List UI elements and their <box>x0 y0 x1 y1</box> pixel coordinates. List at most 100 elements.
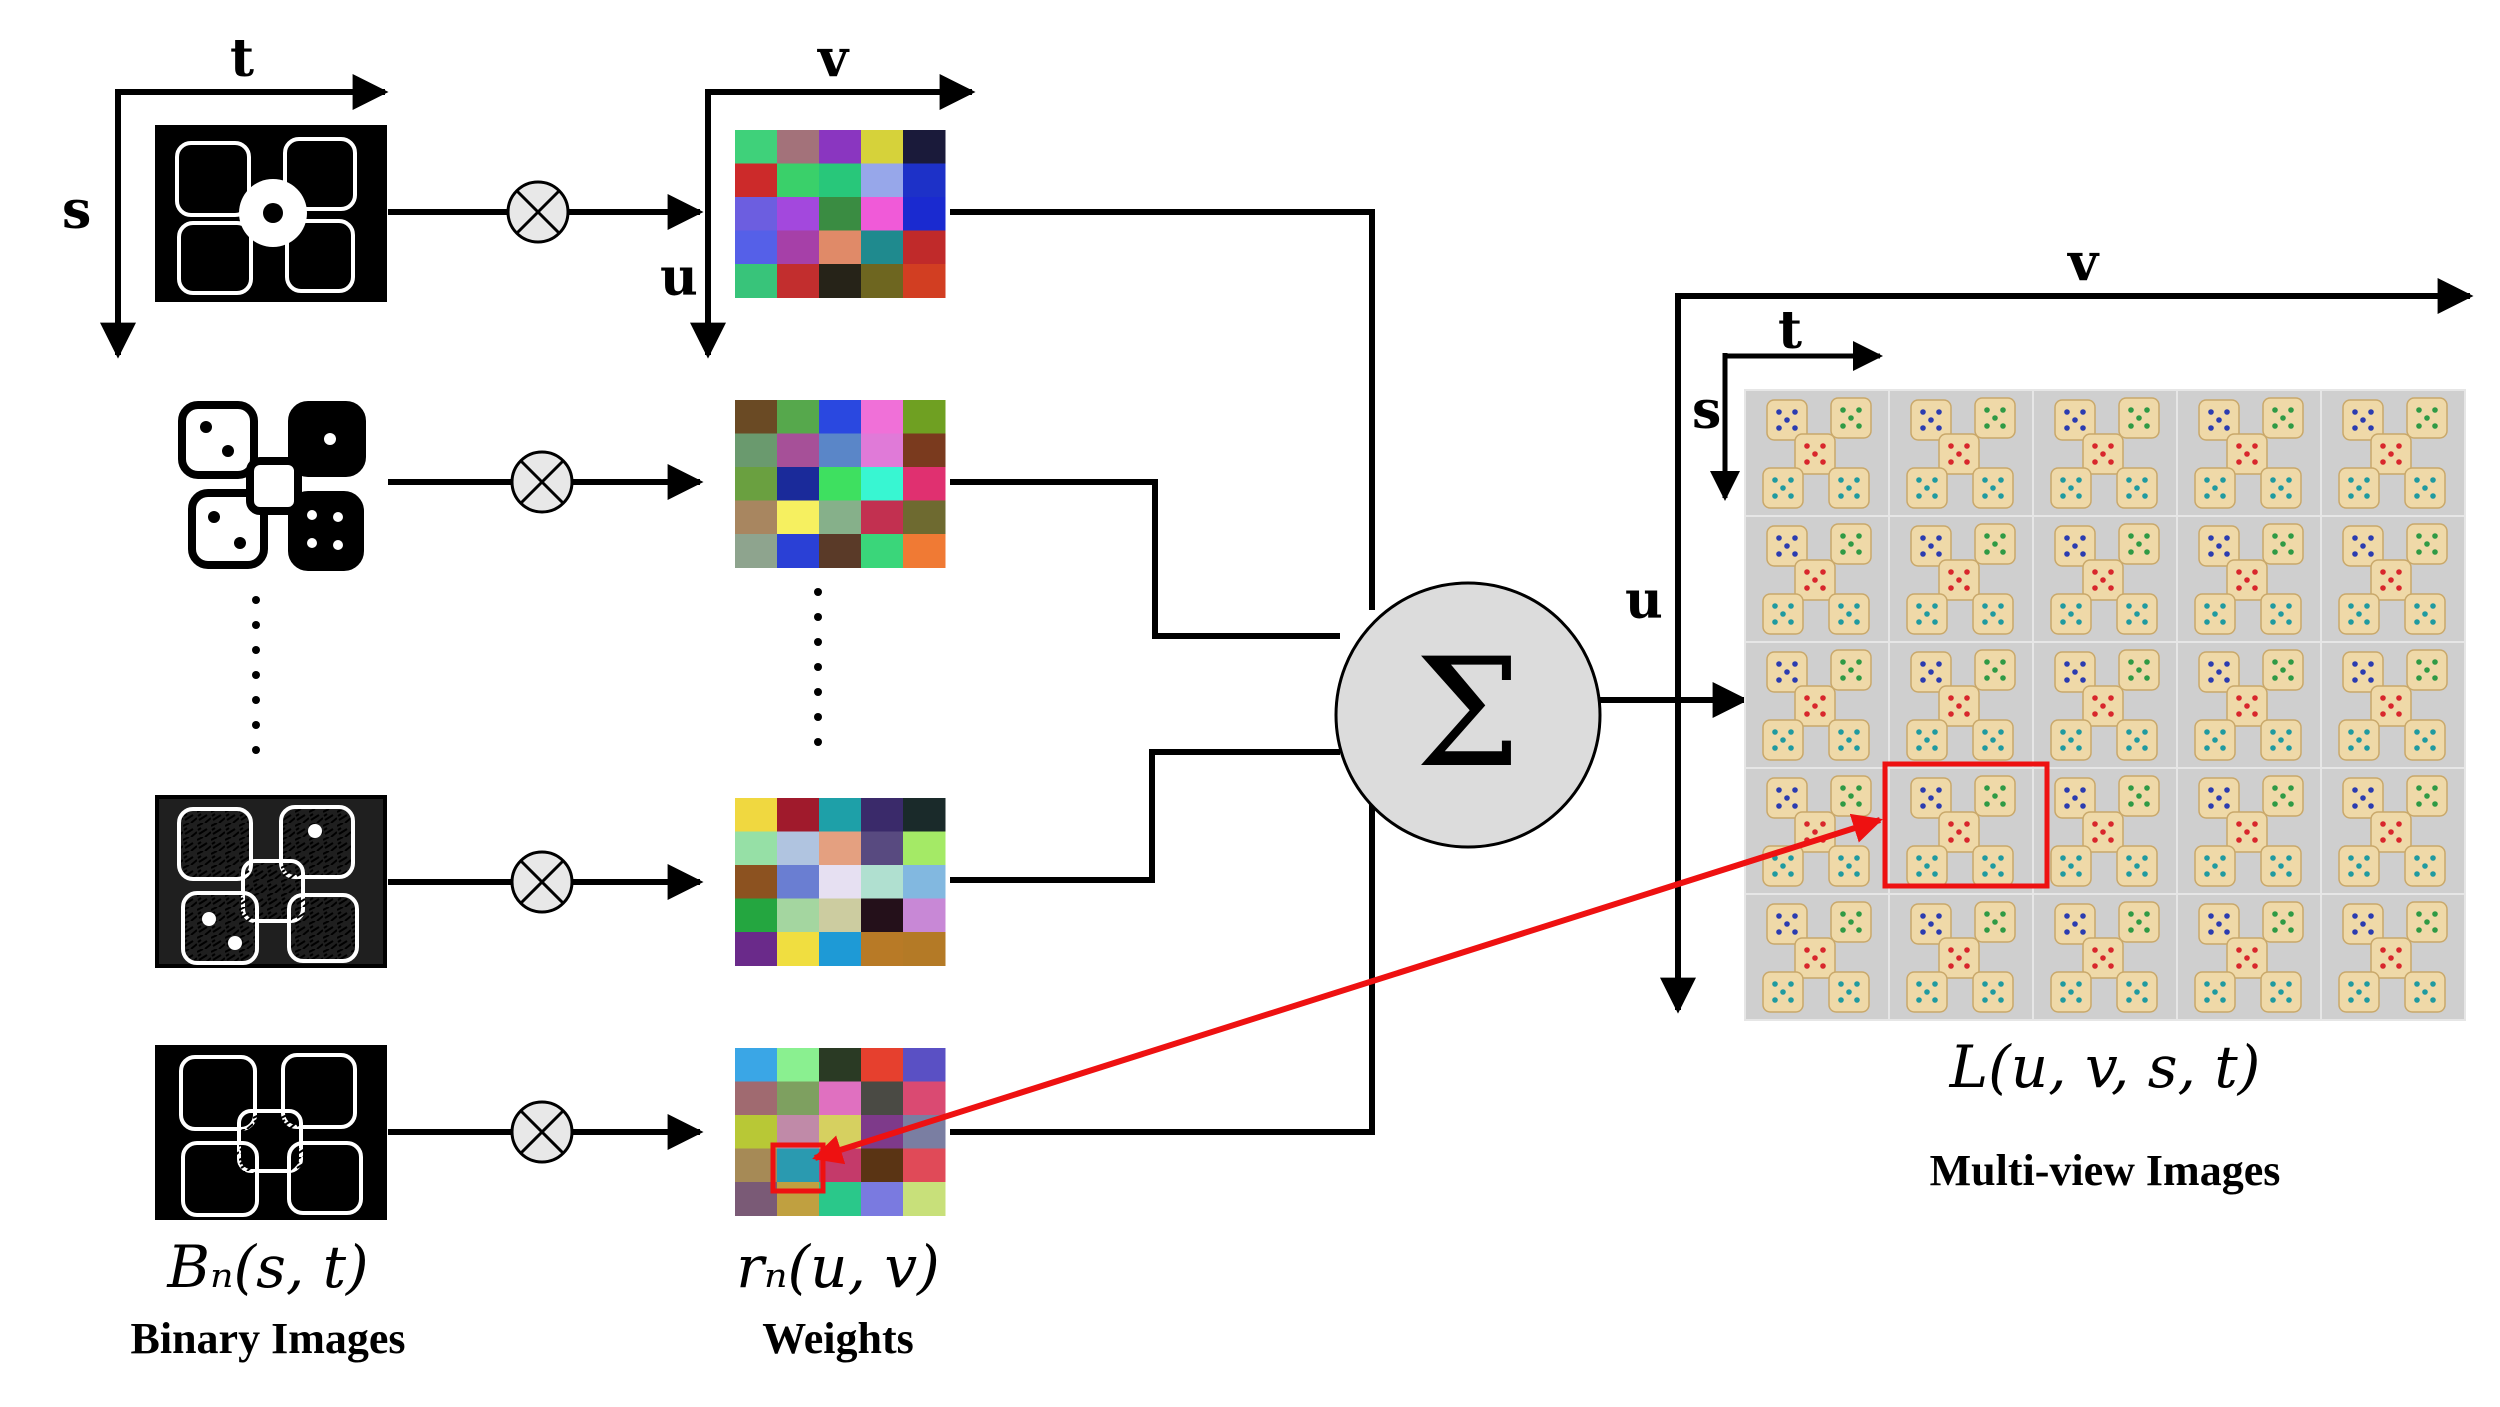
die-pip <box>1804 695 1810 701</box>
die-pip <box>2092 837 2098 843</box>
die-pip <box>1998 745 2004 751</box>
die-pip <box>2352 535 2358 541</box>
die-pip <box>2396 963 2402 969</box>
die-pip <box>2416 927 2422 933</box>
die-pip <box>1936 551 1942 557</box>
die-pip <box>1856 423 1862 429</box>
die-pip <box>2414 603 2420 609</box>
die-pip <box>1848 667 1854 673</box>
die-pip <box>1846 737 1852 743</box>
die-pip <box>2060 871 2066 877</box>
die-pip <box>1924 737 1930 743</box>
die-pip <box>2126 745 2132 751</box>
die-pip <box>1916 729 1922 735</box>
weight-cell <box>861 932 904 966</box>
die-pip <box>1948 569 1954 575</box>
die-pip <box>1776 425 1782 431</box>
die-pip <box>1964 443 1970 449</box>
die-pip <box>1920 661 1926 667</box>
die-pip <box>2076 603 2082 609</box>
die-pip <box>2060 997 2066 1003</box>
die-pip <box>2352 913 2358 919</box>
die-pip <box>2364 981 2370 987</box>
die-pip <box>2348 477 2354 483</box>
die-pip <box>1992 793 1998 799</box>
view-cell <box>2032 893 2178 1021</box>
die-pip <box>2272 659 2278 665</box>
weight-cell <box>903 831 946 866</box>
die-pip <box>2360 795 2366 801</box>
die-pip <box>1772 981 1778 987</box>
die-pip <box>1788 745 1794 751</box>
weight-cell <box>735 163 778 198</box>
die-pip <box>2272 407 2278 413</box>
die-pip <box>2128 801 2134 807</box>
die-pip <box>2064 551 2070 557</box>
die-pip <box>1936 787 1942 793</box>
weight-cell <box>777 534 820 568</box>
die-pip <box>1964 695 1970 701</box>
weight-cell <box>861 865 904 899</box>
weight-cell <box>777 1182 820 1216</box>
die-pip <box>1964 711 1970 717</box>
die-pip <box>2424 793 2430 799</box>
view-cell <box>2032 641 2178 769</box>
die-pip <box>2220 603 2226 609</box>
view-cell <box>2176 767 2322 895</box>
die-pip <box>2208 677 2214 683</box>
die-pip <box>2380 821 2386 827</box>
die-pip <box>1982 729 1988 735</box>
die-pip <box>2432 549 2438 555</box>
die-pip <box>1772 871 1778 877</box>
die-pip <box>2220 997 2226 1003</box>
die-pip <box>2356 863 2362 869</box>
weight-cell <box>861 197 904 231</box>
die-pip <box>2204 729 2210 735</box>
die-pip <box>2080 409 2086 415</box>
die-pip <box>2128 675 2134 681</box>
die-pip <box>2288 675 2294 681</box>
die-pip <box>2128 659 2134 665</box>
die-pip <box>1984 927 1990 933</box>
die-pip <box>2220 729 2226 735</box>
die-pip <box>1854 855 1860 861</box>
multiview-axis-s-label: s <box>1692 380 1721 441</box>
die-pip <box>2280 541 2286 547</box>
die-pip <box>2396 821 2402 827</box>
weight-cell <box>735 500 778 535</box>
die-pip <box>2416 659 2422 665</box>
die-pip <box>2360 669 2366 675</box>
die-pip <box>1840 927 1846 933</box>
weight-grid-4 <box>735 1048 946 1216</box>
die-pip <box>2220 855 2226 861</box>
die-pip <box>1838 603 1844 609</box>
weight-cell <box>903 467 946 501</box>
die-pip <box>2380 695 2386 701</box>
die-pip <box>1964 585 1970 591</box>
die-pip <box>1856 927 1862 933</box>
die-pip <box>1984 423 1990 429</box>
die-pip <box>1804 821 1810 827</box>
die-pip <box>2108 821 2114 827</box>
weight-cell <box>777 831 820 866</box>
die-pip <box>1916 477 1922 483</box>
die-pip <box>1920 913 1926 919</box>
die-pip <box>1998 729 2004 735</box>
die-pip <box>1776 535 1782 541</box>
die-pip <box>1776 929 1782 935</box>
die-pip <box>2286 729 2292 735</box>
die-pip <box>1990 611 1996 617</box>
die-pip <box>1932 997 1938 1003</box>
weight-cell <box>861 1182 904 1216</box>
weight-cell <box>735 932 778 966</box>
die-pip <box>2288 549 2294 555</box>
die-pip <box>2236 837 2242 843</box>
die-pip <box>1916 493 1922 499</box>
die-pip <box>1838 871 1844 877</box>
weight-cell <box>735 1115 778 1149</box>
die-pip <box>2064 677 2070 683</box>
die-pip <box>2064 425 2070 431</box>
die-pip <box>2000 785 2006 791</box>
die-pip <box>2064 929 2070 935</box>
die-pip <box>2208 535 2214 541</box>
